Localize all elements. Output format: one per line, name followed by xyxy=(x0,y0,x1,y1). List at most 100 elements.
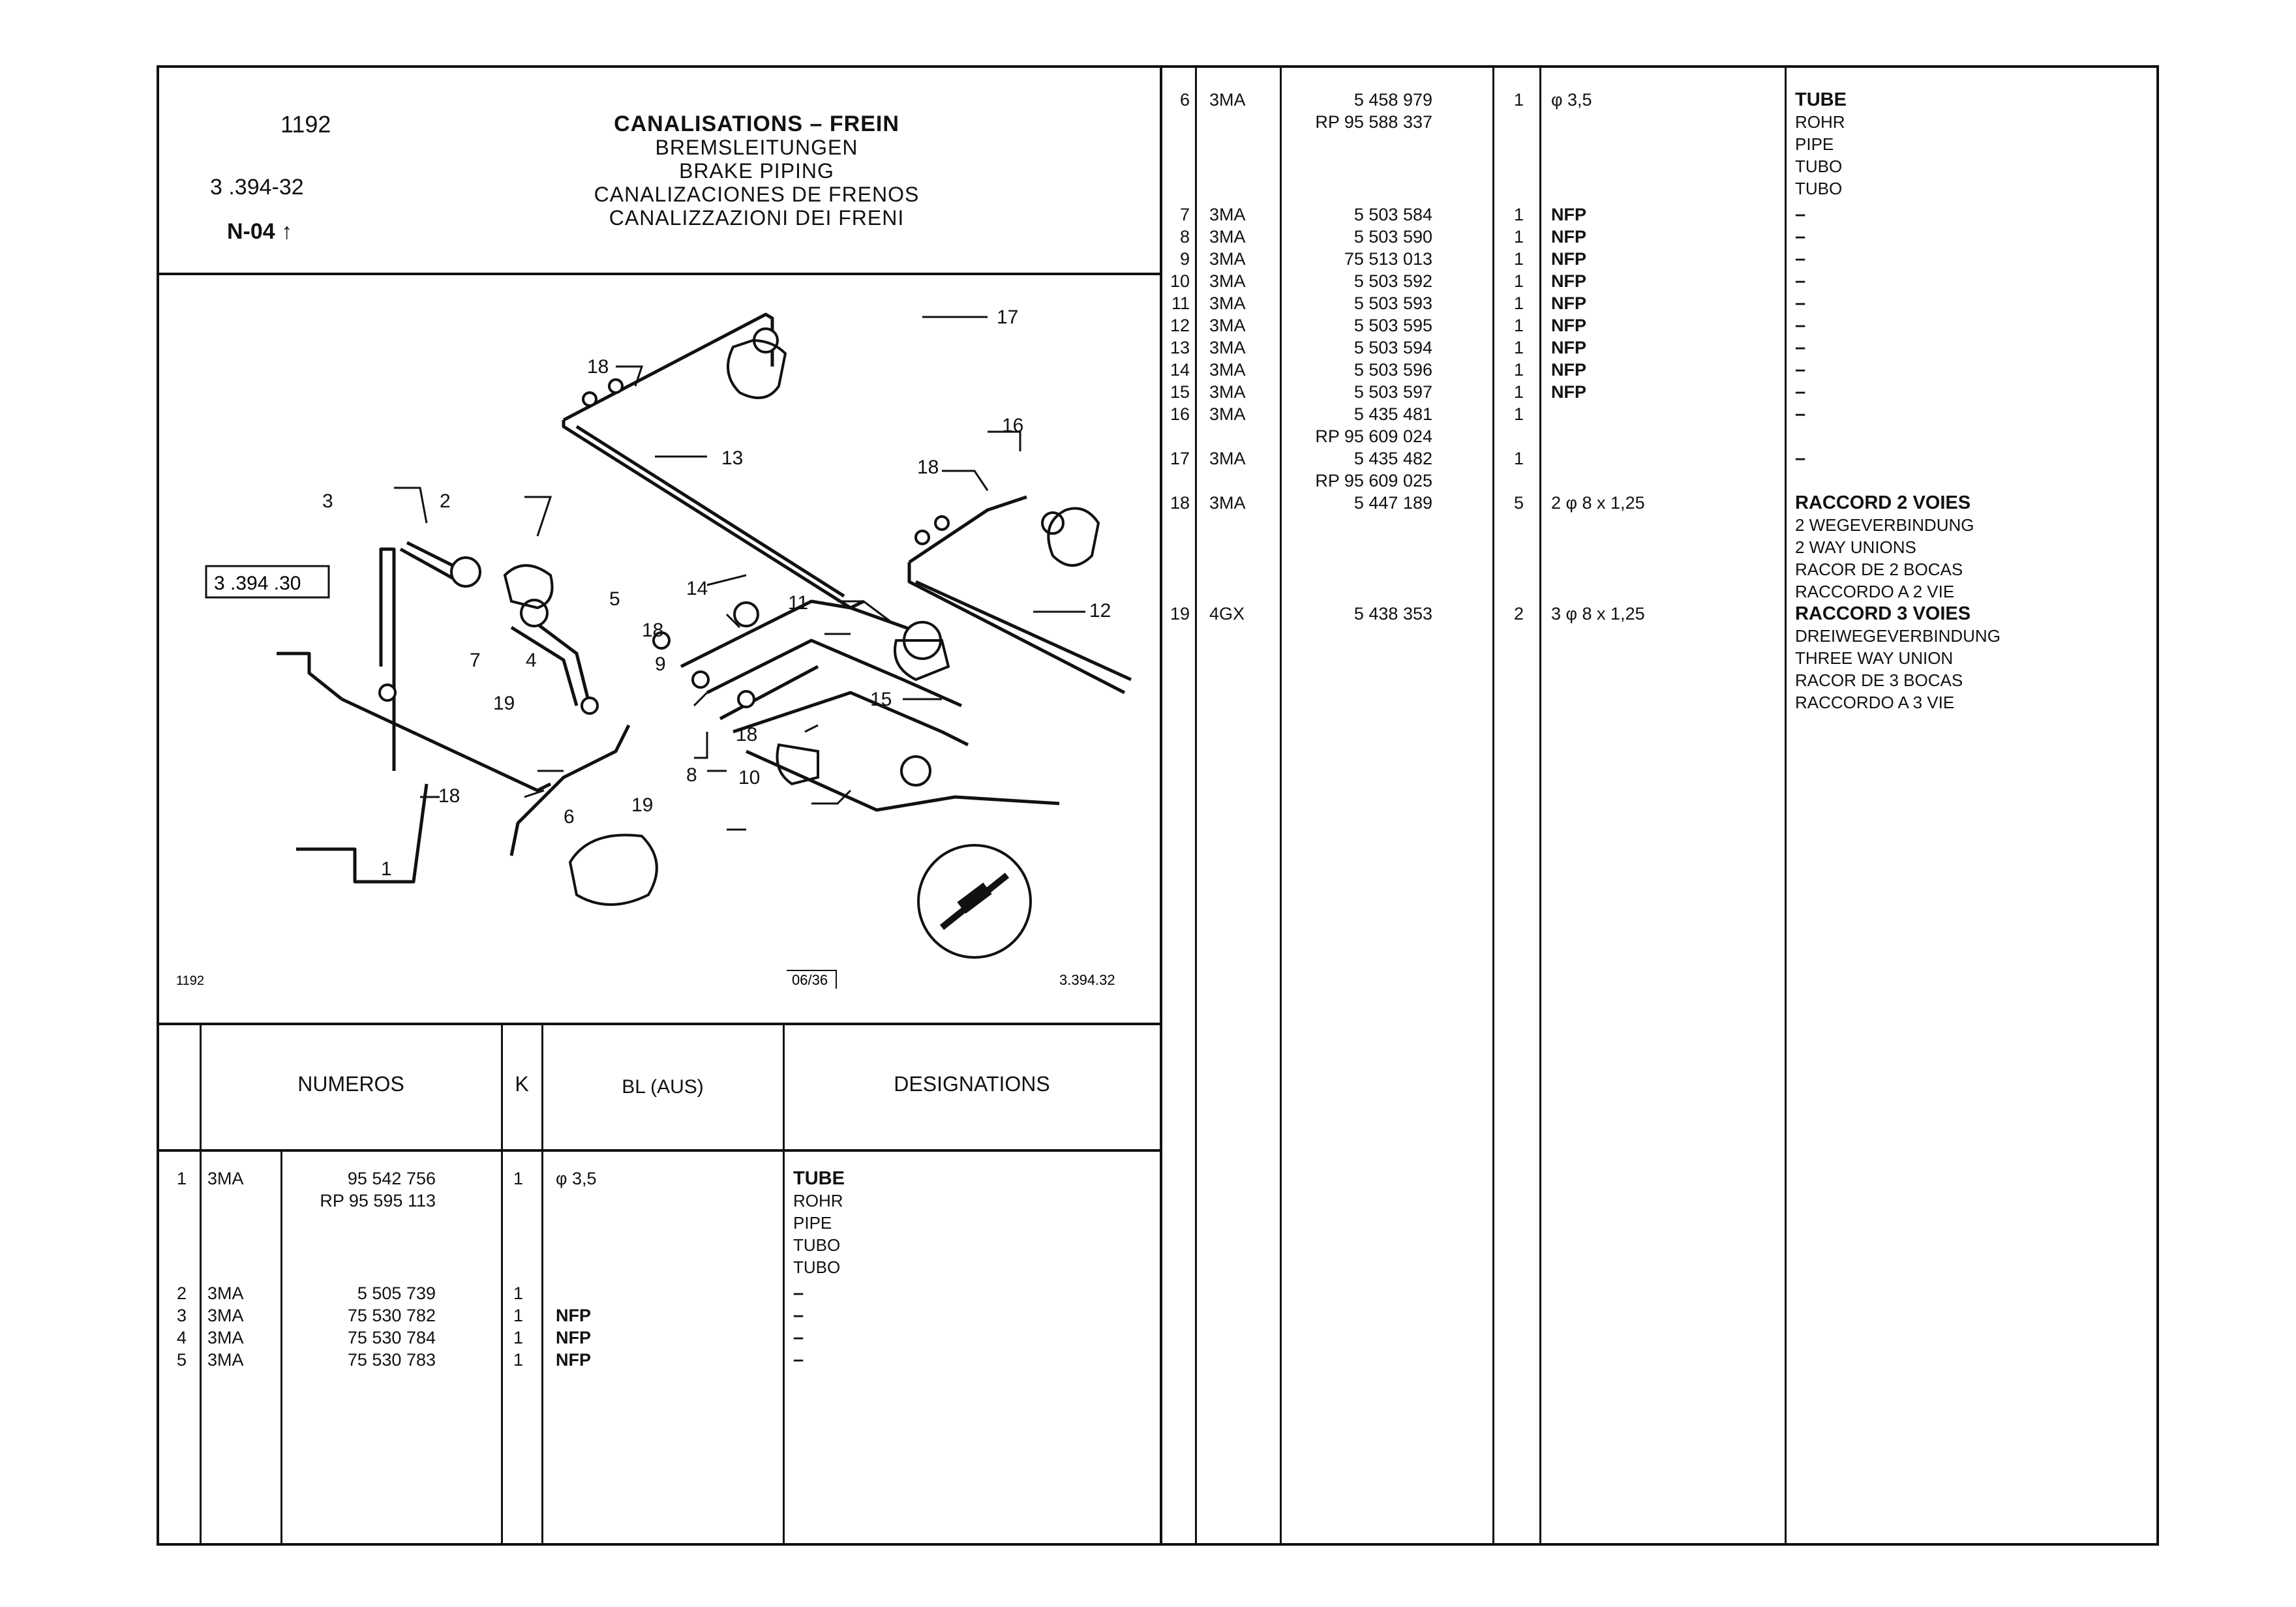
designation-line: – xyxy=(793,1283,804,1304)
row-designation: – xyxy=(793,1349,804,1371)
th-numeros: NUMEROS xyxy=(297,1072,404,1096)
row-designation: – xyxy=(1795,226,1805,248)
panel-divider xyxy=(1160,65,1162,1546)
designation-line: – xyxy=(1795,337,1806,358)
row-number: 18 xyxy=(1170,493,1190,513)
designation-line: 2 WEGEVERBINDUNG xyxy=(1795,515,1974,535)
designation-line: RACCORDO A 3 VIE xyxy=(1795,693,1955,712)
variant-label: N-04 xyxy=(227,219,275,244)
designation-line: ROHR xyxy=(793,1191,843,1210)
row-designation: – xyxy=(1795,337,1805,359)
designation-line: RACCORD 2 VOIES xyxy=(1795,492,1971,513)
row-part-number: 5 435 481 xyxy=(1353,404,1432,424)
row-part-number: 5 438 353 xyxy=(1353,604,1432,623)
row-k: 1 xyxy=(513,1350,523,1370)
row-replacement-number: RP 95 595 113 xyxy=(320,1191,436,1210)
designation-line: DREIWEGEVERBINDUNG xyxy=(1795,626,2001,646)
designation-line: – xyxy=(1795,271,1806,292)
row-number: 12 xyxy=(1170,316,1190,335)
row-number: 7 xyxy=(1179,205,1190,224)
row-designation: – xyxy=(1795,403,1805,425)
row-designation: – xyxy=(1795,381,1805,403)
row-k: 1 xyxy=(1513,338,1524,357)
designation-line: – xyxy=(1795,204,1806,225)
row-code: 3MA xyxy=(207,1306,244,1325)
title-it: CANALIZZAZIONI DEI FRENI xyxy=(609,206,905,230)
row-designation: – xyxy=(1795,270,1805,292)
row-replacement-number: RP 95 609 025 xyxy=(1315,471,1432,490)
row-k: 1 xyxy=(1513,449,1524,468)
row-code: 3MA xyxy=(1209,449,1246,468)
callout-7: 7 xyxy=(470,650,481,671)
designation-line: 2 WAY UNIONS xyxy=(1795,537,1916,557)
row-k: 1 xyxy=(513,1306,523,1325)
designation-line: – xyxy=(1795,226,1806,247)
row-bl: φ 3,5 xyxy=(556,1169,597,1188)
row-bl: NFP xyxy=(1551,227,1586,247)
row-part-number: 5 503 597 xyxy=(1353,382,1432,402)
row-code: 4GX xyxy=(1209,604,1245,623)
row-designation: – xyxy=(793,1282,804,1304)
title-fr: CANALISATIONS – FREIN xyxy=(614,112,899,136)
callout-11: 11 xyxy=(788,592,808,614)
ref-box-label: 3 .394 .30 xyxy=(214,573,301,594)
callout-9: 9 xyxy=(655,653,666,675)
row-k: 1 xyxy=(1513,249,1524,269)
callout-18c: 18 xyxy=(642,620,663,641)
designation-line: PIPE xyxy=(793,1213,832,1233)
row-bl: NFP xyxy=(1551,360,1586,380)
row-number: 4 xyxy=(176,1328,187,1347)
row-k: 1 xyxy=(1513,404,1524,424)
right-col-line-5 xyxy=(1785,65,1787,1546)
row-code: 3MA xyxy=(1209,227,1246,247)
diagram-footer-mid: 06/36 xyxy=(792,972,828,988)
row-bl: NFP xyxy=(1551,271,1586,291)
row-k: 1 xyxy=(1513,90,1524,110)
row-part-number: 95 542 756 xyxy=(347,1169,436,1188)
row-code: 3MA xyxy=(207,1328,244,1347)
header-code: 1192 xyxy=(280,111,331,138)
callout-17: 17 xyxy=(997,307,1018,328)
arrow-up-icon: ↑ xyxy=(281,219,293,244)
row-k: 1 xyxy=(513,1169,523,1188)
row-designation: – xyxy=(793,1304,804,1327)
row-bl: NFP xyxy=(1551,382,1586,402)
callout-18a: 18 xyxy=(587,356,609,378)
row-part-number: 75 513 013 xyxy=(1344,249,1432,269)
brake-piping-diagram: 3 .394 .30 1 2 3 4 5 6 7 8 9 10 11 12 13… xyxy=(176,307,1132,989)
row-k: 2 xyxy=(1513,604,1524,623)
designation-line: TUBO xyxy=(793,1235,841,1255)
row-bl: NFP xyxy=(1551,249,1586,269)
row-number: 15 xyxy=(1170,382,1190,402)
row-k: 1 xyxy=(513,1328,523,1347)
th-bl: BL (AUS) xyxy=(622,1076,704,1098)
diagram-footer-right: 3.394.32 xyxy=(1059,972,1115,988)
diagram-footer-left: 1192 xyxy=(176,974,204,988)
callout-2: 2 xyxy=(440,490,451,512)
diagram-divider xyxy=(157,1023,1161,1025)
row-code: 3MA xyxy=(1209,271,1246,291)
row-number: 10 xyxy=(1170,271,1190,291)
designation-line: RACOR DE 3 BOCAS xyxy=(1795,670,1963,690)
designation-line: – xyxy=(1795,382,1806,402)
row-code: 3MA xyxy=(207,1284,244,1303)
row-code: 3MA xyxy=(1209,249,1246,269)
row-code: 3MA xyxy=(1209,360,1246,380)
row-bl: 2 φ 8 x 1,25 xyxy=(1551,493,1645,513)
row-k: 1 xyxy=(1513,227,1524,247)
row-bl: NFP xyxy=(556,1350,591,1370)
table-header-divider xyxy=(157,1149,1161,1152)
row-code: 3MA xyxy=(1209,293,1246,313)
row-code: 3MA xyxy=(1209,338,1246,357)
row-bl: NFP xyxy=(556,1328,591,1347)
designation-line: ROHR xyxy=(1795,112,1845,132)
designation-line: RACCORD 3 VOIES xyxy=(1795,603,1971,624)
row-part-number: 5 503 590 xyxy=(1353,227,1432,247)
callout-12: 12 xyxy=(1089,600,1111,622)
row-part-number: 5 503 592 xyxy=(1353,271,1432,291)
row-bl: NFP xyxy=(1551,293,1586,313)
row-part-number: 75 530 784 xyxy=(347,1328,436,1347)
row-designation: – xyxy=(1795,359,1805,381)
designation-line: – xyxy=(1795,404,1806,425)
header-divider xyxy=(157,273,1161,275)
